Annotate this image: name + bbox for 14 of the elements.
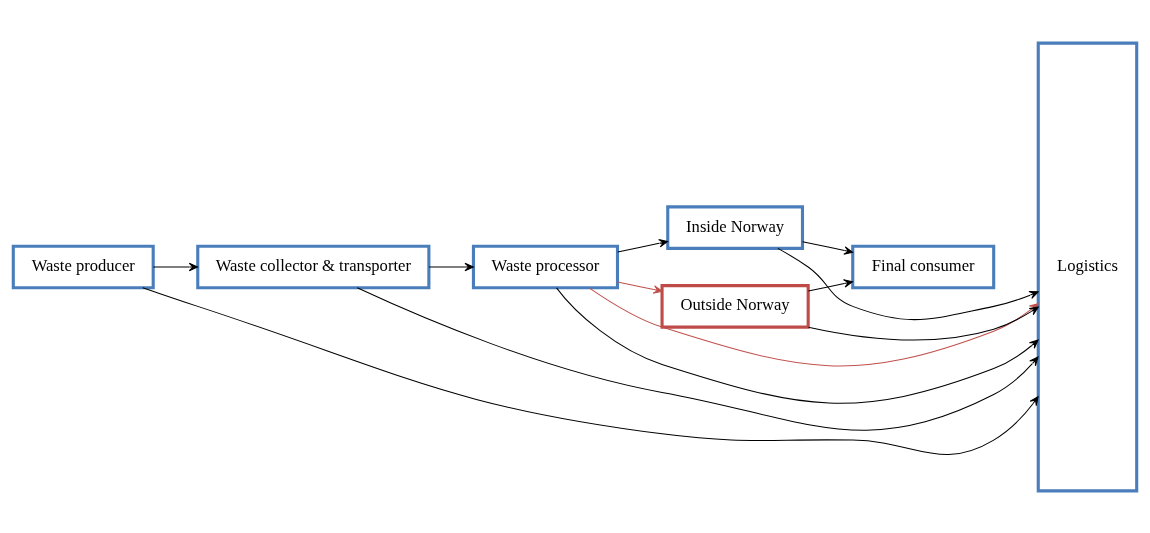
arrow [617,280,663,294]
arrow [152,262,199,271]
node-box: Waste producer [11,244,155,289]
node-box: Logistics [1036,41,1139,492]
node-box: Waste processor [471,244,620,289]
arrow [428,262,474,271]
node-box: Waste collector & transporter [196,244,431,289]
arrow [617,238,669,253]
arrow [807,278,853,292]
arrow [802,240,854,255]
node-box: Inside Norway [666,204,805,250]
node-box: Final consumer [851,244,996,289]
node-box: Outside Norway [660,283,810,329]
arrow [807,306,1039,340]
